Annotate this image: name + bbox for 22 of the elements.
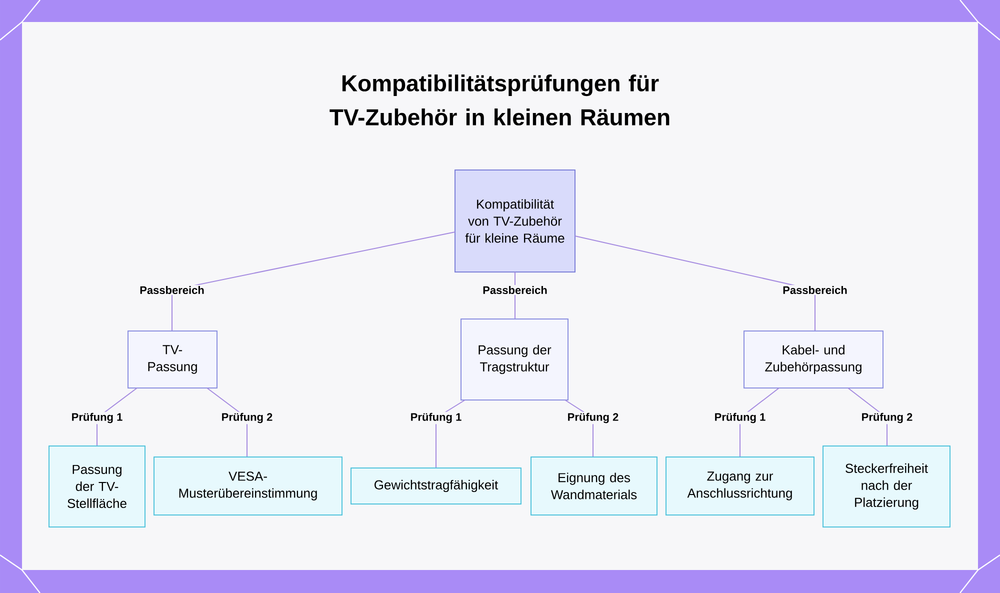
edge-label: Prüfung 1 (713, 412, 767, 424)
check-box: Steckerfreiheit nach der Platzierung (822, 446, 950, 528)
category-box: Passung der Tragstruktur (460, 318, 568, 400)
edge-label: Passbereich (482, 284, 548, 296)
check-box: Gewichtstragfähigkeit (350, 468, 522, 504)
check-box: Passung der TV-Stellfläche (48, 446, 146, 528)
edge-label: Prüfung 1 (70, 412, 124, 424)
category-box: TV-Passung (128, 330, 218, 388)
edge-label: Prüfung 2 (566, 412, 620, 424)
edge-label: Passbereich (138, 284, 206, 296)
root-box: Kompatibilität von TV-Zubehör für kleine Räume (454, 170, 576, 272)
edge-label: Prüfung 2 (860, 412, 914, 424)
title: Kompatibilitätsprüfungen für TV-Zubehör in kleinen Räumen (330, 74, 670, 126)
check-box: VESA-Musterübereinstimmung (154, 456, 342, 516)
edge-label: Prüfung 2 (220, 412, 274, 424)
connector (172, 232, 456, 331)
check-box: Zugang zur Anschlussrichtung (666, 456, 814, 516)
connector (574, 236, 816, 331)
edge-label: Prüfung 1 (409, 412, 463, 424)
edge-label: Passbereich (782, 284, 848, 296)
check-box: Eignung des Wandmaterials (530, 456, 658, 516)
category-box: Kabel- und Zubehörpassung (744, 330, 884, 388)
